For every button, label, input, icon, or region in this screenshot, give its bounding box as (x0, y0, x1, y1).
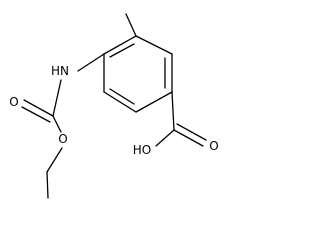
atom-ester-o-label: O (58, 132, 67, 146)
bond-ring-c4-c5-inner (109, 88, 135, 105)
bond-acid-c-to-oh (155, 129, 175, 147)
atom-nh-label: HN (51, 64, 69, 78)
bond-ring-to-nh (77, 53, 105, 72)
bond-acid-c-double-o (173, 129, 204, 147)
bond-ring-to-acid-c (171, 91, 175, 131)
bond-carbonyl-c-double-o (23, 99, 54, 117)
atom-acid-o-label: O (209, 139, 218, 153)
bond-ester-o-to-ch2 (46, 147, 63, 173)
atom-carbonyl-o-label: O (9, 95, 18, 109)
bond-ring-c6-c1 (103, 35, 137, 55)
bond-carbonyl-c-to-ester-o (52, 115, 62, 133)
bond-ring-c4-c5 (103, 91, 137, 113)
bond-ring-c1-c2 (135, 35, 173, 55)
bond-carbonyl-c-double-o-2 (21, 106, 51, 123)
atom-oh-label: HO (133, 143, 151, 157)
bond-methyl-to-ring (125, 13, 137, 37)
bond-acid-c-double-o-2 (176, 123, 207, 141)
bond-ring-c3-c4 (135, 91, 173, 113)
molecule-structure-diagram: HN O O HO O (9, 13, 219, 199)
bond-nh-to-carbonyl-c (52, 79, 62, 117)
bond-ch2-to-ch3 (46, 171, 49, 199)
bond-ring-c6-c1-inner (109, 43, 135, 58)
